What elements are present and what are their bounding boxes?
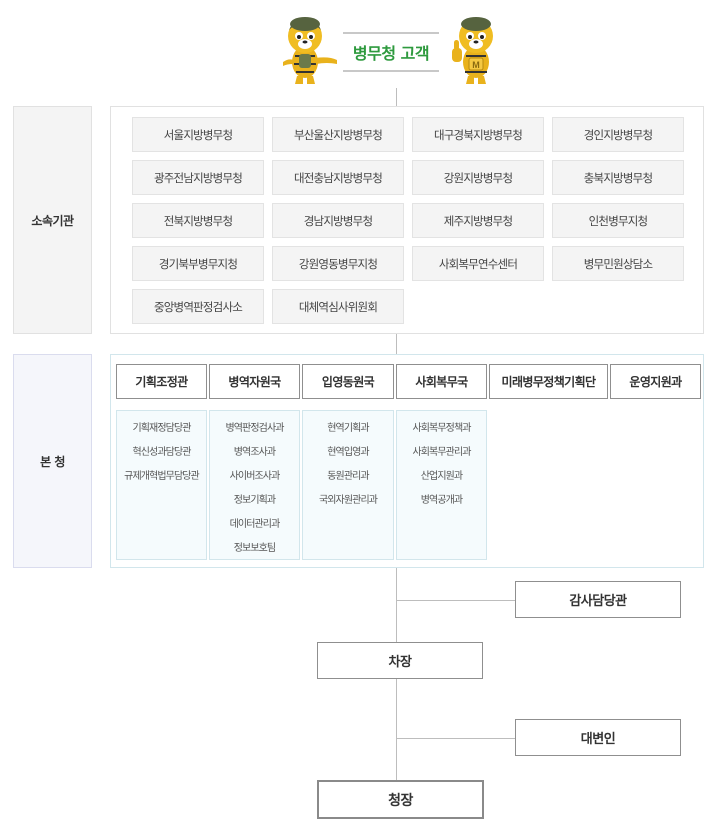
customer-title-box: 병무청 고객	[343, 32, 439, 72]
org-jeju[interactable]: 제주지방병무청	[412, 203, 544, 238]
customer-title: 병무청 고객	[352, 44, 430, 63]
sub-item[interactable]: 규제개혁법무담당관	[124, 471, 200, 482]
affiliated-label: 소속기관	[13, 106, 92, 334]
dept-military-resources[interactable]: 병역자원국	[209, 364, 300, 399]
commissioner-box[interactable]: 청장	[317, 780, 484, 819]
sub-item[interactable]: 병역조사과	[233, 447, 276, 458]
sub-list-military-resources: 병역판정검사과 병역조사과 사이버조사과 정보기획과 데이터관리과 정보보호팀	[209, 410, 300, 560]
affiliated-organizations-box: 서울지방병무청 부산울산지방병무청 대구경북지방병무청 경인지방병무청 광주전남…	[110, 106, 704, 334]
org-gangwon[interactable]: 강원지방병무청	[412, 160, 544, 195]
headquarters-label: 본 청	[13, 354, 92, 568]
org-alternative-service-committee[interactable]: 대체역심사위원회	[272, 289, 404, 324]
org-gwangju-jeonnam[interactable]: 광주전남지방병무청	[132, 160, 264, 195]
sub-item[interactable]: 동원관리과	[327, 471, 369, 482]
org-daejeon-chungnam[interactable]: 대전충남지방병무청	[272, 160, 404, 195]
dept-planning-coordination[interactable]: 기획조정관	[116, 364, 207, 399]
sub-item[interactable]: 정보보호팀	[233, 543, 276, 554]
sub-item[interactable]: 현역기획과	[327, 423, 369, 434]
connector-line	[396, 88, 397, 106]
dept-future-policy-planning[interactable]: 미래병무정책기획단	[489, 364, 608, 399]
org-daegu-gyeongbuk[interactable]: 대구경북지방병무청	[412, 117, 544, 152]
audit-officer-box[interactable]: 감사담당관	[515, 581, 681, 618]
tiger-mascot-left-icon	[279, 12, 339, 84]
org-jeonbuk[interactable]: 전북지방병무청	[132, 203, 264, 238]
sub-item[interactable]: 기획재정담당관	[132, 423, 191, 434]
sub-item[interactable]: 병역판정검사과	[225, 423, 284, 434]
sub-item[interactable]: 사회복무관리과	[412, 447, 471, 458]
sub-item[interactable]: 현역입영과	[327, 447, 369, 458]
connector-line	[396, 568, 397, 644]
sub-item[interactable]: 혁신성과담당관	[132, 447, 191, 458]
sub-list-planning-coordination: 기획재정담당관 혁신성과담당관 규제개혁법무담당관	[116, 410, 207, 560]
org-civil-service-center[interactable]: 병무민원상담소	[552, 246, 684, 281]
tiger-mascot-right-icon: M	[444, 12, 504, 84]
dept-social-service[interactable]: 사회복무국	[396, 364, 487, 399]
org-social-service-training[interactable]: 사회복무연수센터	[412, 246, 544, 281]
sub-item[interactable]: 사회복무정책과	[412, 423, 471, 434]
sub-item[interactable]: 산업지원과	[420, 471, 463, 482]
dept-operations-support[interactable]: 운영지원과	[610, 364, 701, 399]
org-gangwon-yeongdong[interactable]: 강원영동병무지청	[272, 246, 404, 281]
sub-list-social-service: 사회복무정책과 사회복무관리과 산업지원과 병역공개과	[396, 410, 487, 560]
headquarters-box: 기획조정관 병역자원국 입영동원국 사회복무국 미래병무정책기획단 운영지원과 …	[110, 354, 704, 568]
org-incheon[interactable]: 인천병무지청	[552, 203, 684, 238]
sub-item[interactable]: 정보기획과	[233, 495, 276, 506]
spokesperson-box[interactable]: 대변인	[515, 719, 681, 756]
sub-item[interactable]: 국외자원관리과	[318, 495, 378, 506]
connector-line	[396, 600, 515, 601]
connector-line	[396, 334, 397, 354]
connector-line	[396, 738, 515, 739]
vice-commissioner-box[interactable]: 차장	[317, 642, 483, 679]
sub-item[interactable]: 데이터관리과	[229, 519, 281, 530]
connector-line	[396, 679, 397, 781]
org-seoul[interactable]: 서울지방병무청	[132, 117, 264, 152]
sub-item[interactable]: 병역공개과	[420, 495, 463, 506]
org-busan-ulsan[interactable]: 부산울산지방병무청	[272, 117, 404, 152]
org-central-examination[interactable]: 중앙병역판정검사소	[132, 289, 264, 324]
org-chungbuk[interactable]: 충북지방병무청	[552, 160, 684, 195]
org-gyeongnam[interactable]: 경남지방병무청	[272, 203, 404, 238]
svg-text:M: M	[472, 60, 480, 70]
org-gyeongin[interactable]: 경인지방병무청	[552, 117, 684, 152]
dept-enlistment-mobilization[interactable]: 입영동원국	[302, 364, 394, 399]
sub-item[interactable]: 사이버조사과	[229, 471, 281, 482]
org-gyeonggi-north[interactable]: 경기북부병무지청	[132, 246, 264, 281]
sub-list-enlistment-mobilization: 현역기획과 현역입영과 동원관리과 국외자원관리과	[302, 410, 394, 560]
